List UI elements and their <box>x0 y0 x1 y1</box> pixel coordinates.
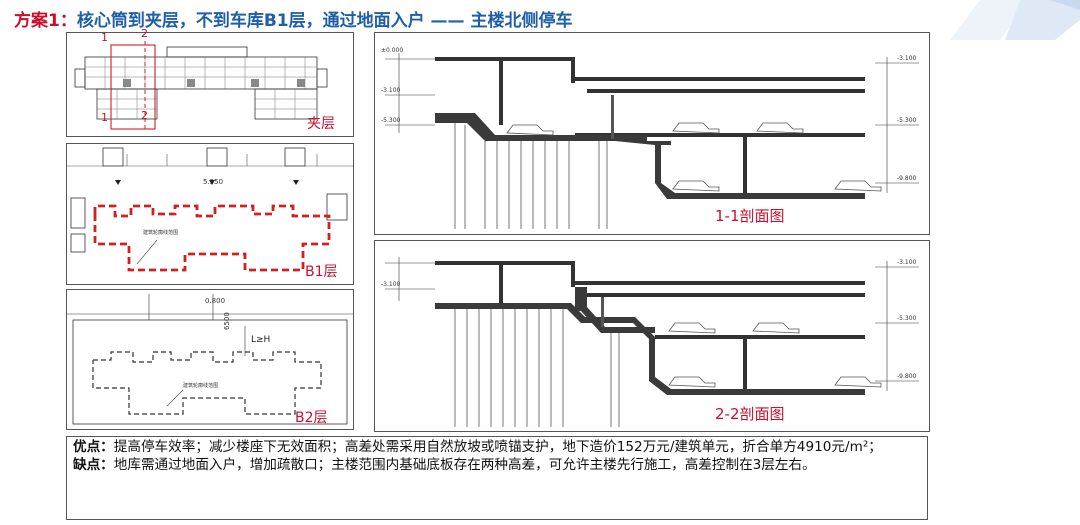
section-1-1-panel: ±0.000 -3.100 -5.300 -3.100 -5.300 -9.80… <box>374 32 930 235</box>
b2-plan-panel: 建筑轮廓线范围 0.800 6500 L≥H B2层 <box>66 289 354 430</box>
svg-text:建筑轮廓线范围: 建筑轮廓线范围 <box>143 229 178 236</box>
s2-level-right-2: -9.800 <box>897 373 917 380</box>
section-mark-2-top: 2 <box>141 27 148 40</box>
title-tail: 主楼北侧停车 <box>470 11 573 31</box>
b1-plan-panel: 建筑轮廓线范围 5.350 B1层 <box>66 143 354 285</box>
s2-level-left-0: -3.100 <box>381 281 401 288</box>
corner-decoration <box>950 0 1080 40</box>
pros-text: 提高停车效率；减少楼座下无效面积；高差处需采用自然放坡或喷锚支护，地下造价152… <box>113 439 882 455</box>
cons-text: 地库需通过地面入户，增加疏散口；主楼范围内基础底板存在两种高差，可允许主楼先行施… <box>113 456 816 473</box>
b2-label: B2层 <box>295 410 328 426</box>
b2-plan-drawing: 建筑轮廓线范围 <box>67 294 353 425</box>
pros-line: 优点：提高停车效率；减少楼座下无效面积；高差处需采用自然放坡或喷锚支护，地下造价… <box>73 439 921 457</box>
section-2-2-panel: -3.100 -3.100 -5.300 -9.800 2-2剖面图 <box>374 240 930 432</box>
page-title: 方案1：核心筒到夹层，不到车库B1层，通过地面入户 —— 主楼北侧停车 <box>14 6 572 31</box>
b1-label: B1层 <box>305 264 338 280</box>
mezzanine-label: 夹层 <box>307 116 335 132</box>
section-mark-1-top: 1 <box>101 31 108 44</box>
notes-box: 优点：提高停车效率；减少楼座下无效面积；高差处需采用自然放坡或喷锚支护，地下造价… <box>66 436 928 520</box>
section-2-2-drawing <box>385 257 919 427</box>
section-2-2-label: 2-2剖面图 <box>715 405 785 423</box>
s1-level-right-2: -9.800 <box>897 175 917 182</box>
svg-text:建筑轮廓线范围: 建筑轮廓线范围 <box>183 382 218 389</box>
mezzanine-plan-drawing <box>74 41 328 130</box>
s1-level-right-0: -3.100 <box>897 55 917 62</box>
s1-level-left-2: -5.300 <box>381 117 401 124</box>
section-1-1-drawing <box>385 53 919 229</box>
title-prefix: 方案1： <box>14 11 77 31</box>
cons-label: 缺点： <box>73 456 114 473</box>
b1-plan-drawing: 建筑轮廓线范围 <box>67 147 353 272</box>
b1-level-annotation: 5.350 <box>203 178 224 186</box>
b2-level-annotation: 0.800 <box>205 297 226 305</box>
s2-level-right-0: -3.100 <box>897 259 917 266</box>
cons-line: 缺点：地库需通过地面入户，增加疏散口；主楼范围内基础底板存在两种高差，可允许主楼… <box>73 457 921 475</box>
section-mark-1-bottom: 1 <box>101 111 108 124</box>
b2-dimension: 6500 <box>223 312 231 330</box>
pros-label: 优点： <box>73 439 114 455</box>
s1-level-left-1: -3.100 <box>381 87 401 94</box>
title-main: 核心筒到夹层，不到车库B1层，通过地面入户 <box>76 11 425 31</box>
title-separator: —— <box>424 11 471 31</box>
section-mark-2-bottom: 2 <box>141 109 148 122</box>
s1-level-left-0: ±0.000 <box>381 47 404 54</box>
b2-formula: L≥H <box>251 335 271 345</box>
section-1-1-label: 1-1剖面图 <box>715 207 785 225</box>
s1-level-right-1: -5.300 <box>897 117 917 124</box>
s2-level-right-1: -5.300 <box>897 315 917 322</box>
mezzanine-plan-panel: 1 2 1 2 夹层 <box>66 27 354 137</box>
